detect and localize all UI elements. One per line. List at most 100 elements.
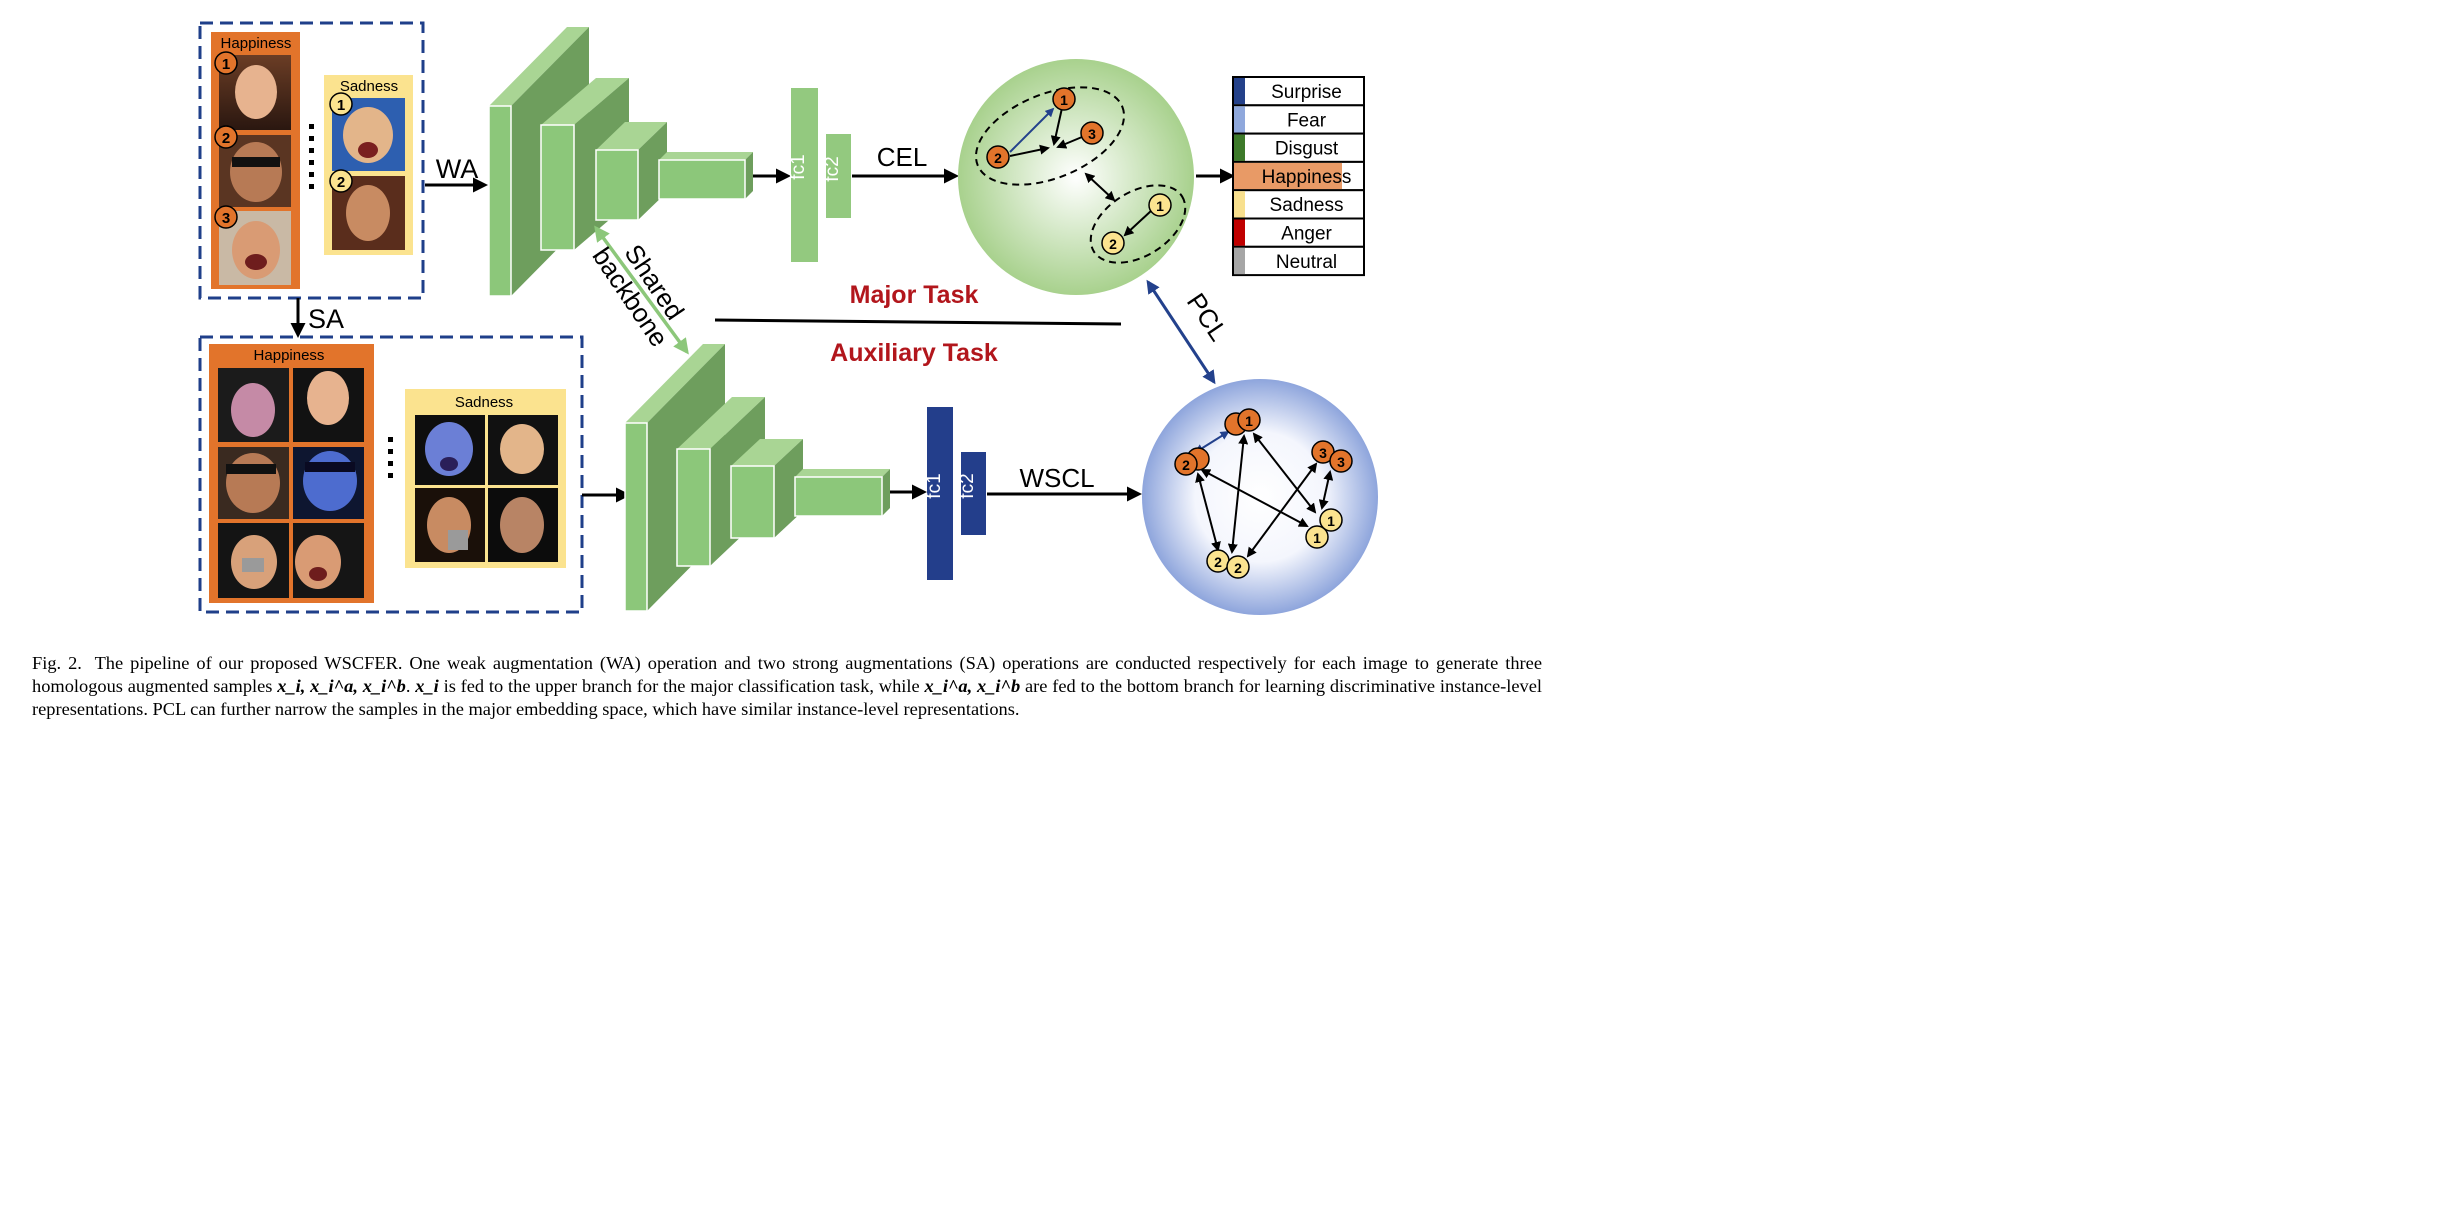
- top-happiness-column: Happiness: [211, 32, 300, 289]
- embedding-arrow: [1246, 462, 1318, 558]
- legend-label: Happiness: [1262, 167, 1352, 188]
- caption-math: x_i: [415, 676, 439, 696]
- embedding-arrow: [1050, 107, 1063, 146]
- legend-row: Disgust: [1232, 132, 1365, 163]
- pcl-label: PCL: [1181, 288, 1234, 347]
- svg-text:3: 3: [222, 210, 230, 227]
- figure-caption: Fig. 2. The pipeline of our proposed WSC…: [32, 652, 1542, 721]
- svg-text:1: 1: [222, 56, 230, 73]
- sample-badge-2: 2: [329, 169, 353, 193]
- happiness-cluster: [974, 86, 1126, 186]
- top-input-panel: [198, 21, 425, 300]
- bottom-happiness-label: Happiness: [254, 347, 325, 364]
- caption-text: is fed to the upper branch for the major…: [438, 676, 925, 696]
- svg-text:2: 2: [994, 150, 1002, 166]
- instance-node-happiness: 1: [1224, 408, 1261, 436]
- auxiliary-task-label: Auxiliary Task: [830, 339, 998, 367]
- upper-fc2: [826, 134, 851, 218]
- top-happiness-label: Happiness: [221, 35, 292, 52]
- svg-text:1: 1: [1245, 413, 1253, 429]
- legend-label: Neutral: [1276, 252, 1337, 273]
- legend-row: Fear: [1232, 104, 1365, 135]
- major-embedding-space: [958, 59, 1194, 295]
- figure-label: Fig. 2.: [32, 653, 82, 673]
- svg-text:2: 2: [1182, 457, 1190, 473]
- svg-text:1: 1: [1327, 513, 1335, 529]
- caption-text: The pipeline of our proposed WSCFER. One…: [32, 653, 1542, 696]
- legend-label: Fear: [1287, 110, 1327, 131]
- svg-text:2: 2: [1234, 560, 1242, 576]
- instance-node-sadness: 2 2: [1206, 549, 1250, 579]
- sample-badge-1: 1: [329, 92, 353, 116]
- caption-math: x_i, x_i^a, x_i^b: [277, 676, 406, 696]
- lower-fc1: [927, 407, 953, 580]
- upper-fc2-label: fc2: [822, 156, 843, 181]
- cel-label: CEL: [877, 142, 928, 172]
- upper-fc1: [791, 88, 818, 262]
- caption-math: x_i^a, x_i^b: [924, 676, 1021, 696]
- legend-label: Surprise: [1271, 82, 1342, 103]
- lower-fc2-label: fc2: [957, 473, 978, 498]
- ellipsis-dots: [309, 124, 314, 189]
- legend-row: Happiness: [1232, 160, 1365, 192]
- svg-text:3: 3: [1088, 126, 1096, 142]
- legend-color-swatch: [1234, 134, 1245, 161]
- svg-text:2: 2: [1109, 236, 1117, 252]
- instance-node-sadness: 1 1: [1305, 508, 1343, 549]
- shared-backbone-arrow: [594, 225, 689, 355]
- bottom-sadness-label: Sadness: [455, 394, 513, 411]
- instance-node-happiness: 2: [1174, 447, 1210, 476]
- embedding-node-happiness: 3: [1080, 121, 1104, 145]
- svg-text:2: 2: [1214, 554, 1222, 570]
- wscl-label: WSCL: [1019, 463, 1094, 493]
- bottom-input-panel: [198, 335, 584, 614]
- upper-fc1-label: fc1: [788, 154, 809, 179]
- svg-text:3: 3: [1319, 445, 1327, 461]
- sample-badge-2: 2: [214, 125, 238, 149]
- embedding-node-sadness: 2: [1101, 231, 1125, 255]
- lower-fc1-label: fc1: [924, 473, 945, 498]
- pcl-pull-arrow: [1009, 107, 1055, 153]
- instance-embedding-space: [1142, 379, 1378, 615]
- embedding-node-happiness: 2: [986, 145, 1010, 169]
- svg-text:2: 2: [337, 174, 345, 191]
- lower-fc2: [961, 452, 986, 535]
- cluster-separation-arrow: [1084, 172, 1116, 202]
- legend-label: Anger: [1281, 224, 1332, 245]
- legend-label: Sadness: [1270, 195, 1344, 216]
- legend-row: Surprise: [1232, 76, 1365, 107]
- embedding-arrow: [1009, 144, 1050, 157]
- pcl-arrow: [1146, 279, 1216, 385]
- legend-color-swatch: [1234, 106, 1245, 133]
- legend-row: Anger: [1232, 217, 1365, 248]
- caption-text: .: [405, 676, 416, 696]
- svg-text:1: 1: [1313, 530, 1321, 546]
- wa-label: WA: [436, 154, 479, 184]
- svg-text:3: 3: [1337, 454, 1345, 470]
- top-sadness-column: Sadness: [324, 75, 413, 255]
- embedding-node-sadness: 1: [1148, 193, 1172, 217]
- embedding-arrow: [1056, 136, 1083, 149]
- instance-node-happiness: 3 3: [1311, 440, 1353, 473]
- svg-text:1: 1: [1156, 198, 1164, 214]
- embedding-arrow: [1318, 470, 1334, 510]
- sample-badge-3: 3: [214, 205, 238, 229]
- bottom-happiness-grid: Happiness: [209, 344, 374, 603]
- task-divider: [714, 318, 1122, 326]
- legend-color-swatch: [1234, 247, 1245, 275]
- lower-backbone: [624, 344, 890, 612]
- svg-text:1: 1: [337, 97, 345, 114]
- sample-badge-1: 1: [214, 51, 238, 75]
- ellipsis-dots: [388, 437, 393, 478]
- legend-color-swatch: [1234, 162, 1342, 190]
- pipeline-diagram: Happiness 1 2 3 Sadness 1: [198, 21, 1378, 615]
- caption-text: are fed to the bottom branch for learnin…: [32, 676, 1542, 719]
- top-sadness-label: Sadness: [340, 78, 398, 95]
- legend-color-swatch: [1234, 219, 1245, 246]
- bottom-sadness-grid: Sadness: [405, 389, 566, 568]
- legend-color-swatch: [1234, 78, 1245, 105]
- legend-row: Neutral: [1232, 245, 1365, 277]
- sa-label: SA: [308, 304, 344, 334]
- major-task-label: Major Task: [850, 281, 979, 309]
- embedding-node-happiness: 1: [1052, 87, 1076, 111]
